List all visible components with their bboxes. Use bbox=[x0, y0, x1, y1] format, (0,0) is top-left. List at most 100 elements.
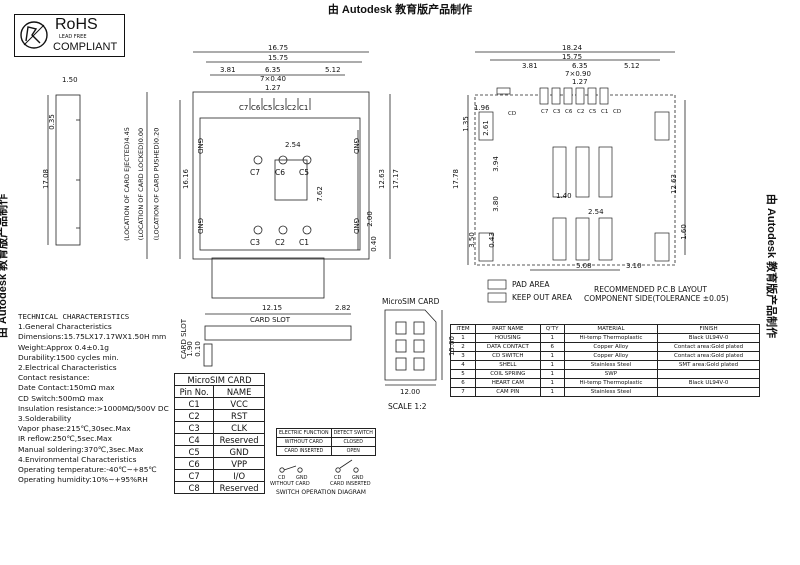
pcb-label-c5: C5 bbox=[589, 109, 597, 115]
top-view-window bbox=[274, 159, 308, 201]
part-cell: Contact area:Gold plated bbox=[657, 351, 760, 361]
dim-16-16: 16.16 bbox=[182, 168, 191, 190]
card-slot-label: CARD SLOT bbox=[250, 316, 291, 324]
scale-label: SCALE 1:2 bbox=[388, 402, 427, 411]
switch-cell: CARD INSERTED bbox=[276, 446, 332, 456]
pcb-label-cd-left: CD bbox=[508, 111, 517, 117]
switch-caption-2: CARD INSERTED bbox=[330, 481, 371, 487]
dim-2-00: 2.00 bbox=[365, 211, 374, 227]
gnd-label-4: GND bbox=[352, 217, 361, 235]
watermark-top: 由 Autodesk 教育版产品制作 bbox=[327, 4, 473, 16]
dim-3-81: 3.81 bbox=[220, 66, 236, 74]
pin-name: I/O bbox=[213, 469, 265, 482]
microsim-card-outline bbox=[384, 309, 437, 381]
dim-12-63: 12.63 bbox=[378, 168, 387, 190]
dim-17-17: 17.17 bbox=[392, 168, 401, 190]
part-cell: Contact area:Gold plated bbox=[657, 342, 760, 352]
top-pin-c7: C7 bbox=[239, 104, 249, 112]
gnd-label-2: GND bbox=[196, 217, 205, 235]
part-cell: 2 bbox=[449, 342, 477, 352]
dim-0-35: 0.35 bbox=[47, 114, 56, 130]
tech-line: TECHNICAL CHARACTERISTICS bbox=[18, 312, 130, 321]
tech-line: Weight:Approx 0.4±0.1g bbox=[18, 342, 109, 352]
tech-line: CD Switch:500mΩ max bbox=[18, 393, 104, 403]
parts-header: ITEM bbox=[449, 324, 477, 334]
part-cell: 3 bbox=[449, 351, 477, 361]
pcb-dim-17-78: 17.78 bbox=[452, 168, 461, 190]
parts-header: MATERIAL bbox=[563, 324, 659, 334]
location-pushed: (LOCATION OF CARD PUSHED)0.20 bbox=[152, 127, 161, 241]
pin-name: GND bbox=[213, 445, 265, 458]
part-cell: DATA CONTACT bbox=[475, 342, 541, 352]
pcb-dim-1-96: 1.96 bbox=[474, 104, 490, 112]
tech-line: 2.Electrical Characteristics bbox=[18, 363, 117, 373]
part-cell: Copper Alloy bbox=[563, 342, 659, 352]
part-cell: SHELL bbox=[475, 360, 541, 370]
switch-cell: WITHOUT CARD bbox=[276, 437, 332, 447]
pcb-dim-1-27: 1.27 bbox=[572, 78, 588, 86]
pin-name: RST bbox=[213, 409, 265, 422]
part-cell: 1 bbox=[449, 333, 477, 343]
keepout-area-swatch bbox=[487, 292, 507, 303]
gnd-label-3: GND bbox=[352, 137, 361, 155]
pcb-dim-7x0-90: 7×0.90 bbox=[565, 70, 591, 78]
dim-2-82: 2.82 bbox=[335, 304, 351, 312]
pad-label-c6: C6 bbox=[275, 168, 286, 177]
tech-line: Manual soldering:370℃,3sec.Max bbox=[18, 444, 144, 454]
location-locked: (LOCATION OF CARD LOCKED)0.00 bbox=[137, 127, 146, 241]
part-cell: 6 bbox=[449, 378, 477, 388]
pin-no: C5 bbox=[173, 445, 215, 458]
pad-label-c2: C2 bbox=[275, 238, 286, 247]
pin-no: C8 bbox=[173, 481, 215, 494]
part-cell: COIL SPRING bbox=[475, 369, 541, 379]
part-cell: 1 bbox=[539, 369, 565, 379]
switch-cd-1: CD bbox=[278, 475, 286, 481]
tech-line: IR reflow:250℃,5sec.Max bbox=[18, 434, 112, 444]
dim-15-75: 15.75 bbox=[268, 54, 289, 62]
side-profile-body bbox=[55, 94, 81, 246]
part-cell: SWP bbox=[563, 369, 659, 379]
pcb-dim-2-54: 2.54 bbox=[588, 208, 604, 216]
part-cell: SMT area:Gold plated bbox=[657, 360, 760, 370]
top-pin-c5: C5 bbox=[263, 104, 273, 112]
part-cell: Stainless Steel bbox=[563, 387, 659, 397]
switch-caption-1: WITHOUT CARD bbox=[270, 481, 310, 487]
pin-no: C6 bbox=[173, 457, 215, 470]
rohs-subtitle: LEAD FREE bbox=[59, 34, 87, 40]
part-cell: 1 bbox=[539, 360, 565, 370]
tech-line: 4.Environmental Characteristics bbox=[18, 454, 137, 464]
tech-line: Contact resistance: bbox=[18, 373, 90, 383]
part-cell: 1 bbox=[539, 378, 565, 388]
dim-7-62: 7.62 bbox=[315, 186, 324, 202]
dim-6-35: 6.35 bbox=[265, 66, 281, 74]
legend-pad-area: PAD AREA bbox=[512, 280, 550, 289]
pin-no: C2 bbox=[173, 409, 215, 422]
top-view-inner bbox=[199, 117, 361, 251]
location-ejected: (LOCATION OF CARD EJECTED)4.45 bbox=[122, 127, 131, 241]
tech-line: 1.General Characteristics bbox=[18, 322, 112, 332]
pin-name: CLK bbox=[213, 421, 265, 434]
pcb-pads bbox=[478, 87, 670, 262]
switch-header: ELECTRIC FUNCTION bbox=[276, 428, 332, 438]
rohs-compliant: COMPLIANT bbox=[53, 41, 118, 53]
part-cell: 1 bbox=[539, 351, 565, 361]
switch-cell: OPEN bbox=[330, 446, 376, 456]
part-cell bbox=[657, 369, 760, 379]
part-cell: 5 bbox=[449, 369, 477, 379]
part-cell: CAM PIN bbox=[475, 387, 541, 397]
top-view-body bbox=[192, 91, 370, 260]
top-pin-c2: C2 bbox=[287, 104, 297, 112]
pin-no: C3 bbox=[173, 421, 215, 434]
